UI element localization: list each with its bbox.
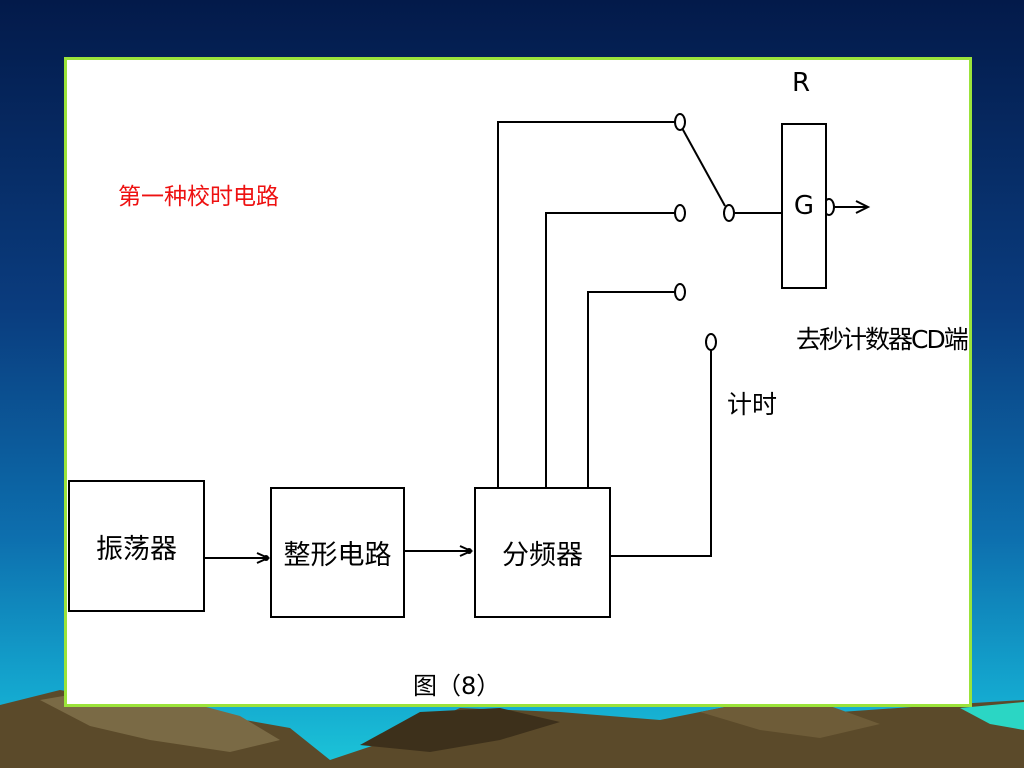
gate-label: G — [793, 191, 815, 221]
oscillator-label: 振荡器 — [96, 533, 177, 565]
output-label: 去秒计数器CD端 — [796, 325, 969, 354]
frequency-divider-block: 分频器 — [474, 487, 611, 618]
slide-title: 第一种校时电路 — [118, 184, 279, 210]
oscillator-block: 振荡器 — [68, 480, 205, 612]
shaping-circuit-label: 整形电路 — [283, 540, 392, 571]
gate-input-label: R — [792, 68, 811, 98]
gate-block: G — [781, 123, 827, 289]
shaping-circuit-block: 整形电路 — [270, 487, 405, 618]
frequency-divider-label: 分频器 — [502, 540, 583, 571]
timing-label: 计时 — [727, 390, 778, 419]
figure-caption: 图（8） — [413, 672, 501, 700]
